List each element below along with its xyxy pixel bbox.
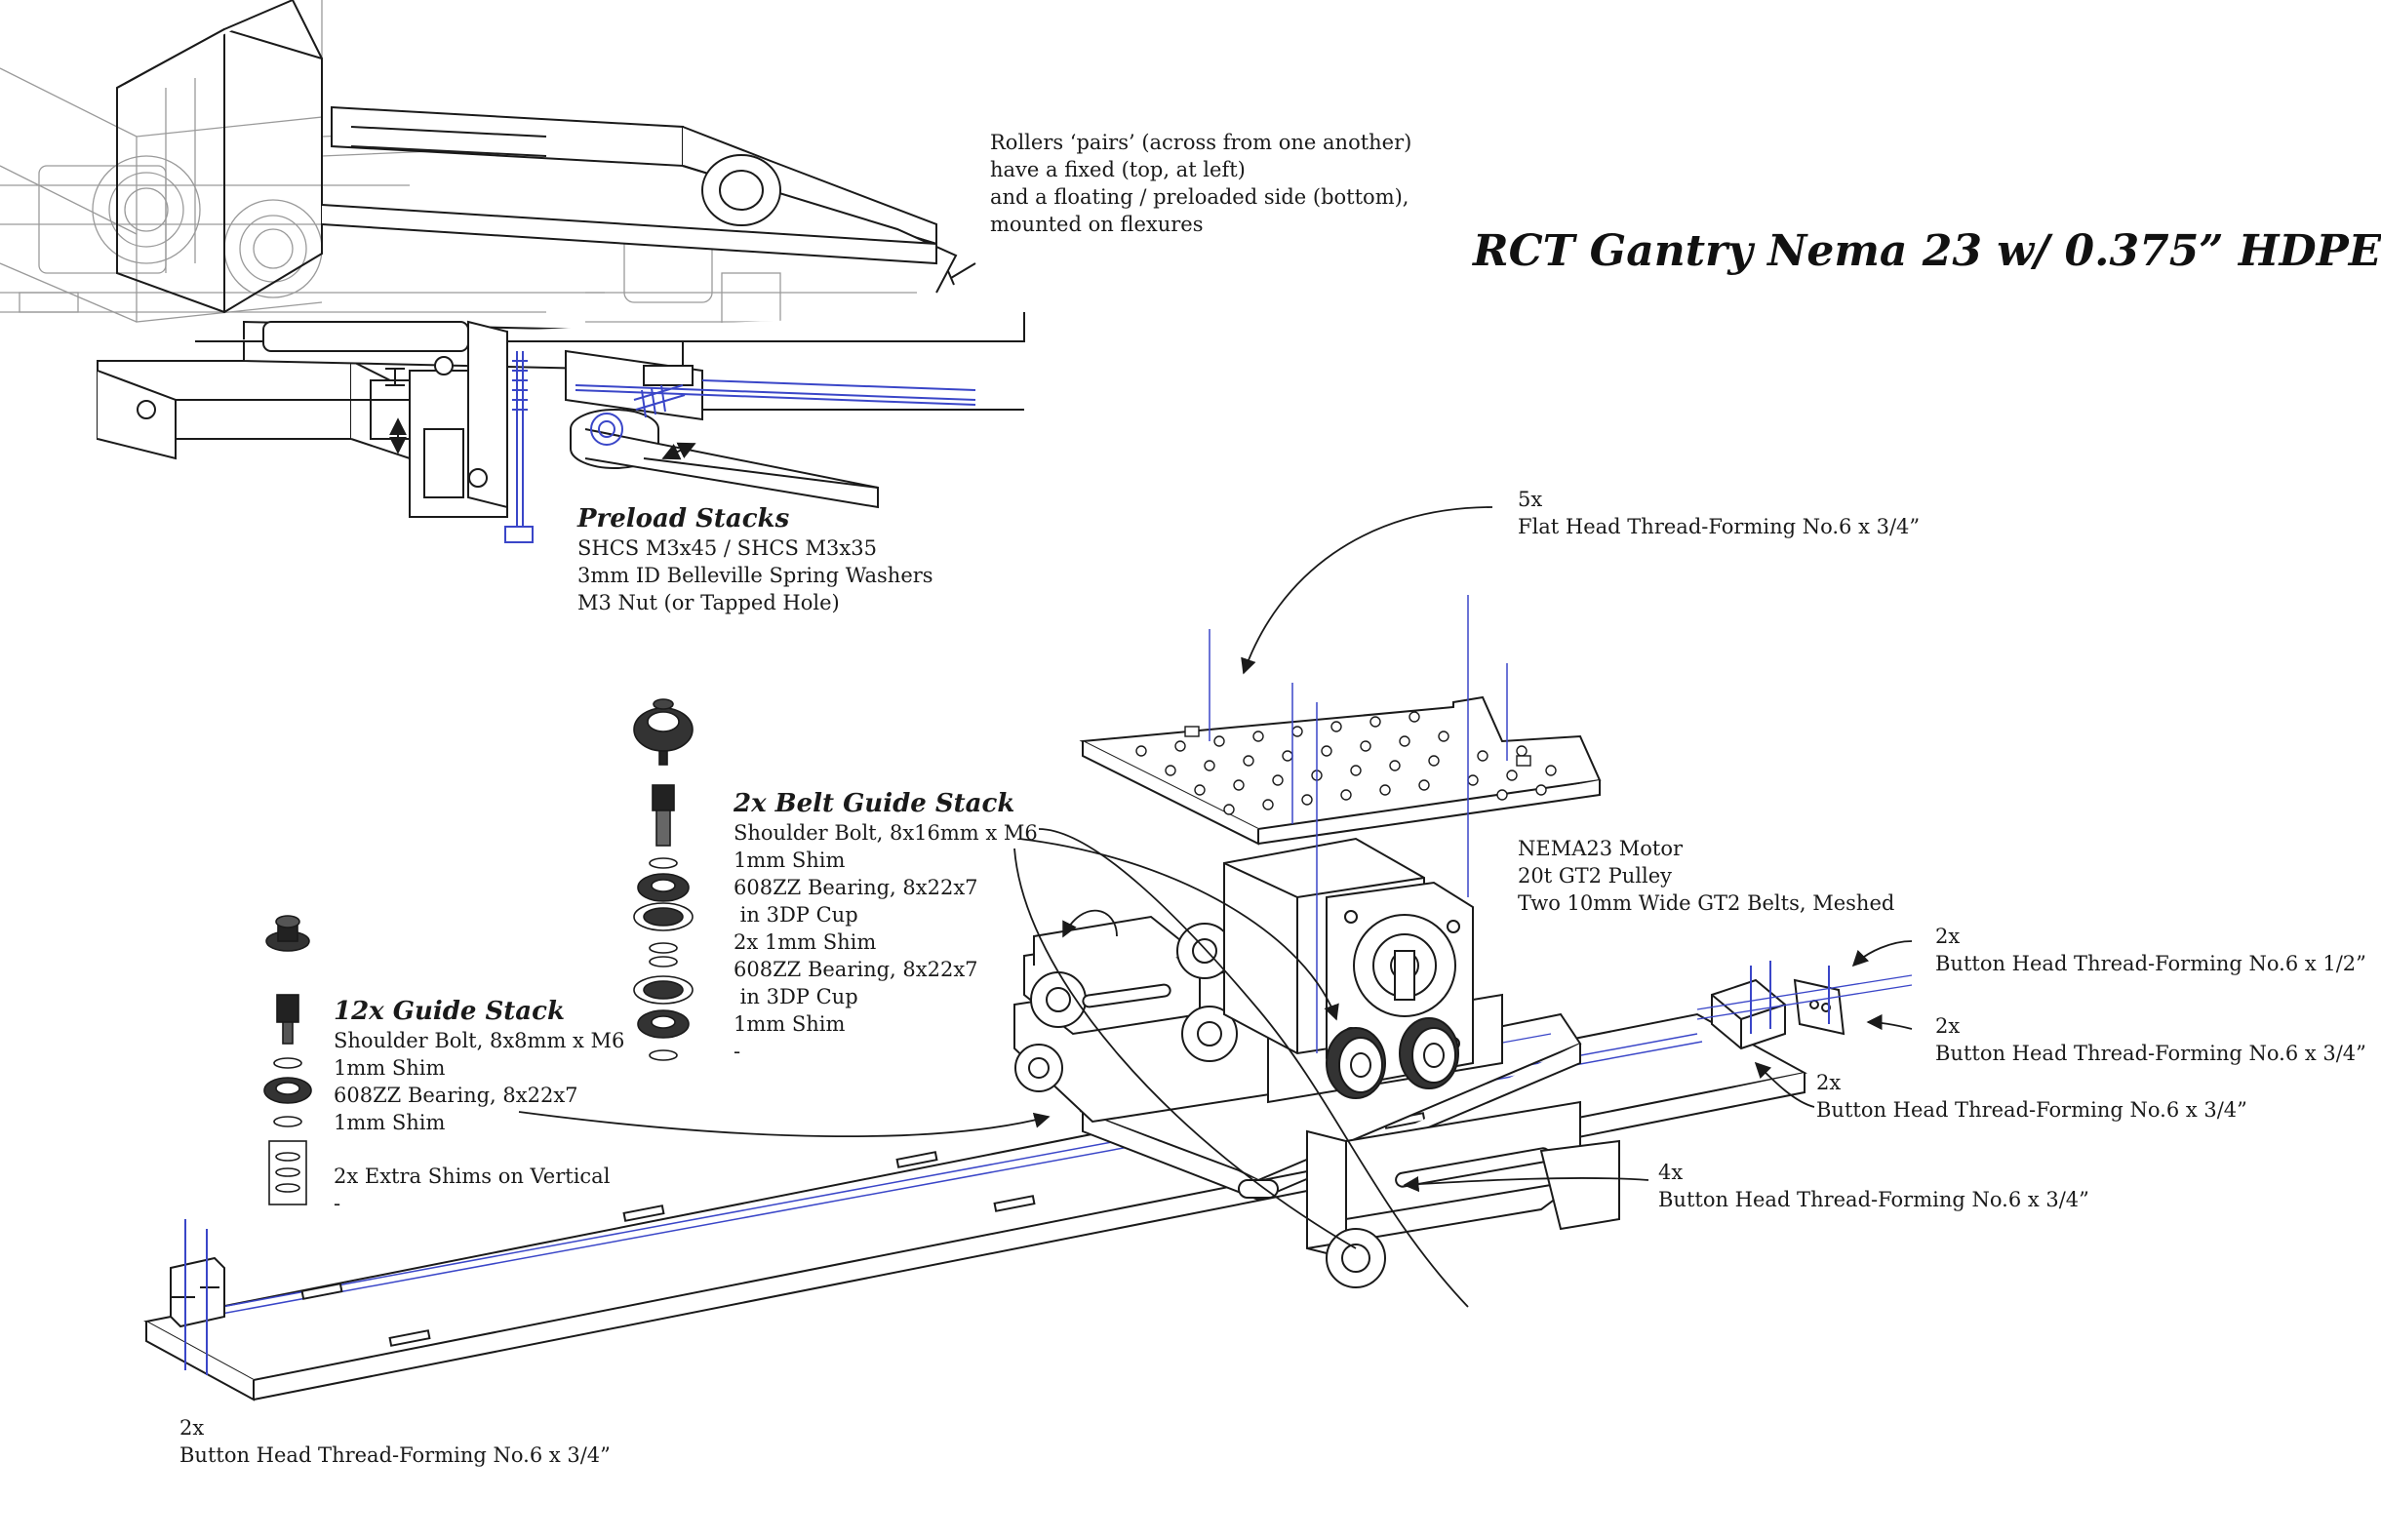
clamp-a-spec: Button Head Thread-Forming No.6 x 1/2” (1935, 952, 2366, 975)
plate-screws-spec: Flat Head Thread-Forming No.6 x 3/4” (1518, 515, 1921, 538)
clamp-c-note: 2x Button Head Thread-Forming No.6 x 3/4… (1816, 1069, 2247, 1124)
carriage-screws-spec: Button Head Thread-Forming No.6 x 3/4” (1658, 1188, 2089, 1211)
clamp-c-qty: 2x (1816, 1071, 1842, 1094)
rollers-note: Rollers ‘pairs’ (across from one another… (990, 129, 1411, 238)
top-mounting-plate (1079, 695, 1602, 846)
clamp-a-note: 2x Button Head Thread-Forming No.6 x 1/2… (1935, 923, 2366, 977)
motor-line: Two 10mm Wide GT2 Belts, Meshed (1518, 891, 1895, 915)
rail-end-spec: Button Head Thread-Forming No.6 x 3/4” (179, 1443, 611, 1467)
belt-guide-line: 608ZZ Bearing, 8x22x7 (734, 876, 978, 899)
guide-line: 1mm Shim (334, 1056, 446, 1080)
clamp-a-qty: 2x (1935, 925, 1961, 948)
rollers-note-line: Rollers ‘pairs’ (across from one another… (990, 131, 1412, 154)
belt-guide-pulleys (1326, 1017, 1459, 1099)
belt-guide-stack-note: 2x Belt Guide Stack Shoulder Bolt, 8x16m… (734, 788, 1038, 1065)
rollers-note-line: and a floating / preloaded side (bottom)… (990, 185, 1409, 209)
assembly-axes (1209, 595, 1508, 1053)
plate-screws-note: 5x Flat Head Thread-Forming No.6 x 3/4” (1518, 486, 1920, 540)
rail-end-stop (170, 1219, 225, 1375)
guide-extra-line: - (334, 1192, 341, 1215)
motor-line: 20t GT2 Pulley (1518, 864, 1673, 888)
rollers-note-line: mounted on flexures (990, 213, 1204, 236)
belt-guide-line: in 3DP Cup (734, 903, 858, 927)
belt-guide-line: in 3DP Cup (734, 985, 858, 1008)
belt-clamp (1696, 961, 1913, 1050)
plate-screws-qty: 5x (1518, 488, 1543, 511)
guide-line: 608ZZ Bearing, 8x22x7 (334, 1084, 578, 1107)
motion-markers (385, 262, 976, 460)
guide-extra-line: 2x Extra Shims on Vertical (334, 1165, 611, 1188)
belt-guide-heading: 2x Belt Guide Stack (734, 789, 1015, 818)
drawing-title: RCT Gantry Nema 23 w/ 0.375” HDPE (1473, 226, 2381, 276)
leader-lines (518, 506, 1913, 1308)
guide-stack-note: 12x Guide Stack Shoulder Bolt, 8x8mm x M… (334, 996, 624, 1136)
guide-line: 1mm Shim (334, 1111, 446, 1134)
clamp-c-spec: Button Head Thread-Forming No.6 x 3/4” (1816, 1098, 2247, 1122)
motor-note: NEMA23 Motor 20t GT2 Pulley Two 10mm Wid… (1518, 835, 1894, 917)
preload-screws (504, 351, 976, 543)
clamp-b-qty: 2x (1935, 1014, 1961, 1038)
guide-stack-heading: 12x Guide Stack (334, 997, 565, 1026)
preload-line: 3mm ID Belleville Spring Washers (577, 564, 933, 587)
preload-stacks-note: Preload Stacks SHCS M3x45 / SHCS M3x35 3… (577, 503, 933, 616)
carriage-screws-qty: 4x (1658, 1161, 1684, 1184)
motor-line: NEMA23 Motor (1518, 837, 1684, 860)
belt-guide-line: 2x 1mm Shim (734, 930, 877, 954)
rollers-note-line: have a fixed (top, at left) (990, 158, 1246, 181)
belt-guide-stack-exploded (633, 698, 694, 1061)
belt-guide-line: - (734, 1040, 741, 1063)
ghost-gantry-solid (97, 0, 1025, 518)
preload-stacks-heading: Preload Stacks (577, 504, 790, 533)
belt-guide-line: 1mm Shim (734, 1012, 846, 1036)
preload-line: SHCS M3x45 / SHCS M3x35 (577, 536, 877, 560)
belt-guide-line: 1mm Shim (734, 849, 846, 872)
guide-line: Shoulder Bolt, 8x8mm x M6 (334, 1029, 625, 1052)
carriage-screws-note: 4x Button Head Thread-Forming No.6 x 3/4… (1658, 1159, 2089, 1213)
rail-end-qty: 2x (179, 1416, 205, 1440)
clamp-b-spec: Button Head Thread-Forming No.6 x 3/4” (1935, 1042, 2366, 1065)
guide-extra-note: 2x Extra Shims on Vertical - (334, 1163, 610, 1217)
belt-guide-line: 608ZZ Bearing, 8x22x7 (734, 958, 978, 981)
preload-line: M3 Nut (or Tapped Hole) (577, 591, 840, 614)
belt-guide-line: Shoulder Bolt, 8x16mm x M6 (734, 821, 1038, 845)
rail-end-screws-note: 2x Button Head Thread-Forming No.6 x 3/4… (179, 1414, 611, 1469)
guide-stack-exploded (263, 915, 312, 1205)
clamp-b-note: 2x Button Head Thread-Forming No.6 x 3/4… (1935, 1012, 2366, 1067)
